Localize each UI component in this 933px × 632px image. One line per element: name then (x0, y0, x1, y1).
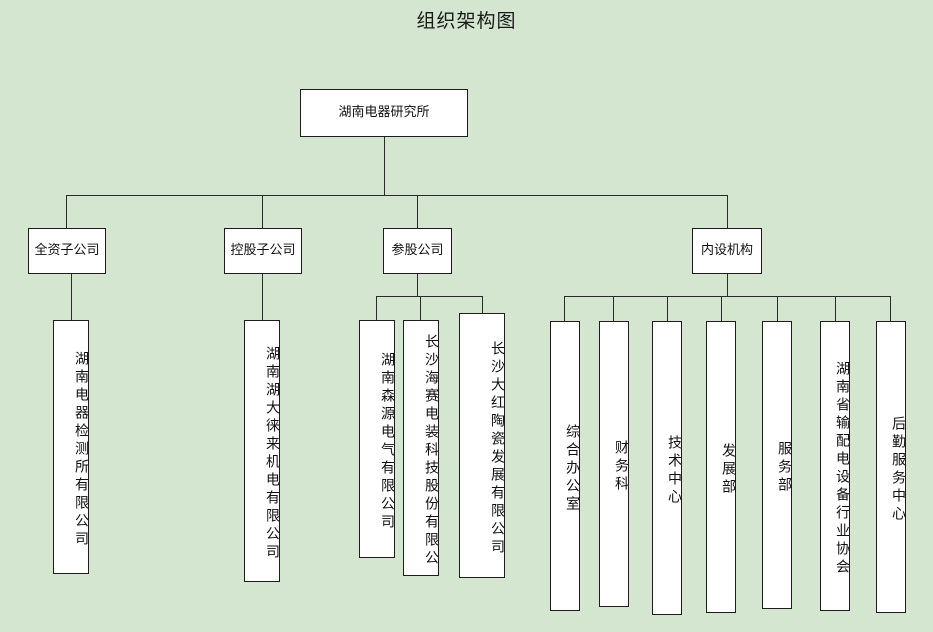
connector-level2-bus (66, 195, 728, 196)
connector-drop-equity (417, 195, 418, 228)
org-leaf-development-dept[interactable]: 发展部 (706, 321, 736, 613)
org-leaf-hunan-electric-testing[interactable]: 湖南电器检测所有限公司 (53, 320, 89, 574)
connector-drop-general-office (564, 296, 565, 321)
org-node-holding[interactable]: 控股子公司 (224, 228, 302, 274)
org-node-wholly-owned[interactable]: 全资子公司 (28, 228, 106, 274)
org-leaf-hunan-senyuan[interactable]: 湖南森源电气有限公司 (359, 320, 395, 558)
org-leaf-general-office[interactable]: 综合办公室 (550, 321, 580, 611)
connector-wholly-owned-to-child (71, 274, 72, 320)
page-title: 组织架构图 (416, 10, 517, 32)
connector-drop-logistics (890, 296, 891, 321)
connector-drop-haisai (420, 296, 421, 320)
connector-drop-development (721, 296, 722, 321)
connector-drop-finance (613, 296, 614, 321)
connector-drop-senyuan (376, 296, 377, 320)
org-leaf-technology-center[interactable]: 技术中心 (652, 321, 682, 615)
connector-drop-holding (262, 195, 263, 228)
connector-drop-dahong (482, 296, 483, 320)
connector-internal-stem (727, 274, 728, 296)
connector-internal-bus (564, 296, 890, 297)
org-leaf-changsha-haisai[interactable]: 长沙海赛电装科技股份有限公 (403, 320, 439, 576)
connector-equity-stem (417, 274, 418, 296)
connector-drop-tech-center (667, 296, 668, 321)
org-leaf-power-equipment-association[interactable]: 湖南省输配电设备行业协会 (820, 321, 850, 611)
connector-drop-internal (727, 195, 728, 228)
connector-holding-to-child (262, 274, 263, 320)
org-leaf-hunan-hudalailai[interactable]: 湖南湖大徕来机电有限公司 (244, 320, 280, 582)
connector-equity-bus (376, 296, 482, 297)
connector-drop-service (777, 296, 778, 321)
connector-drop-association (835, 296, 836, 321)
connector-root-stem (384, 137, 385, 195)
org-leaf-finance-section[interactable]: 财务科 (599, 321, 629, 607)
org-node-internal[interactable]: 内设机构 (692, 228, 762, 274)
org-node-equity[interactable]: 参股公司 (383, 228, 452, 274)
org-leaf-changsha-dahong[interactable]: 长沙大红陶瓷发展有限公司 (459, 313, 505, 578)
connector-drop-wholly-owned (66, 195, 67, 228)
org-leaf-logistics-service-center[interactable]: 后勤服务中心 (876, 321, 906, 613)
org-leaf-service-dept[interactable]: 服务部 (762, 321, 792, 609)
org-node-root[interactable]: 湖南电器研究所 (300, 89, 468, 137)
